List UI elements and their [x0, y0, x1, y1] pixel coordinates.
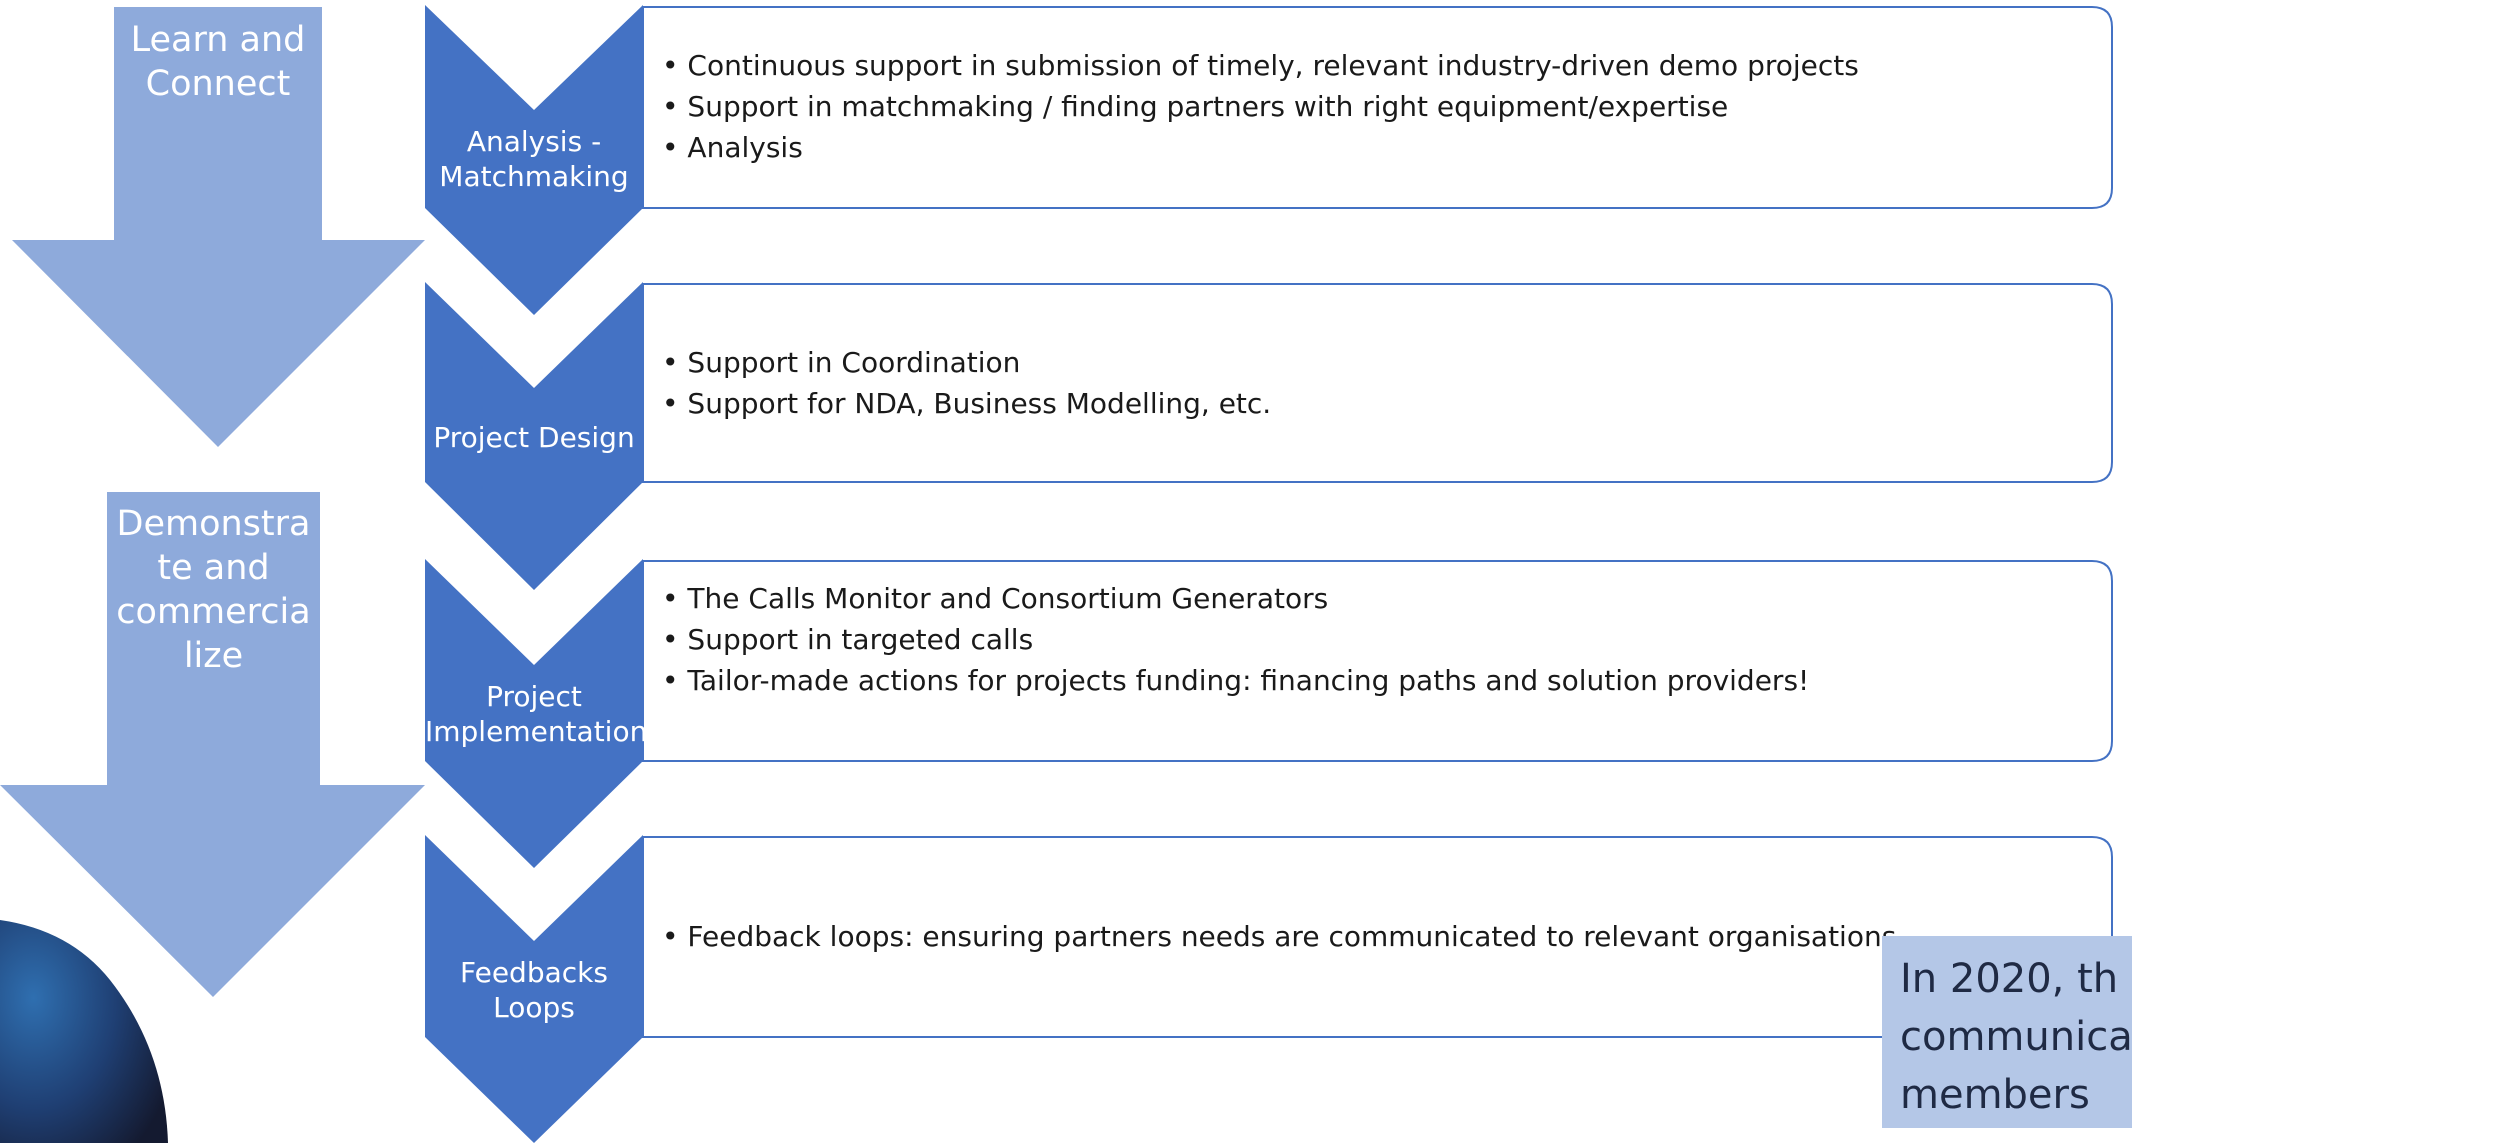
bullet-item: Continuous support in submission of time… [662, 45, 1858, 86]
step-label-project-implementation: Project Implementation [425, 680, 648, 748]
step-3-bullets: The Calls Monitor and Consortium Generat… [662, 578, 1809, 701]
note-text: In 2020, th communica members [1900, 956, 2133, 1118]
detail-box-2 [642, 283, 2113, 483]
step-chevron-4 [425, 835, 643, 1143]
step-2-bullets: Support in Coordination Support for NDA,… [662, 342, 1271, 424]
bullet-item: Support in matchmaking / finding partner… [662, 86, 1859, 127]
bullet-item: Support in Coordination [662, 342, 1271, 383]
bullet-item: Tailor-made actions for projects funding… [662, 660, 1809, 701]
bullet-item: Feedback loops: ensuring partners needs … [662, 916, 1896, 957]
note-box: In 2020, th communica members [1882, 936, 2133, 1128]
phase-arrow-demonstrate [0, 492, 425, 997]
step-1-bullets: Continuous support in submission of time… [662, 45, 1859, 168]
step-chevron-2 [425, 282, 643, 590]
step-label-project-design: Project Design [433, 421, 635, 454]
phase-label-demonstrate: Demonstra te and commercia lize [116, 504, 311, 676]
step-chevron-1 [425, 5, 643, 315]
phase-arrow-learn-connect [12, 7, 425, 447]
globe-decoration [0, 920, 168, 1143]
phase-label-learn-connect: Learn and Connect [130, 20, 306, 104]
bullet-item: Support in targeted calls [662, 619, 1809, 660]
bullet-item: Support for NDA, Business Modelling, etc… [662, 383, 1271, 424]
step-chevron-3 [425, 559, 643, 868]
step-label-feedbacks-loops: Feedbacks Loops [460, 956, 608, 1024]
step-4-bullets: Feedback loops: ensuring partners needs … [662, 916, 1896, 957]
bullet-item: The Calls Monitor and Consortium Generat… [662, 578, 1809, 619]
step-label-analysis-matchmaking: Analysis - Matchmaking [439, 125, 629, 193]
bullet-item: Analysis [662, 127, 1859, 168]
